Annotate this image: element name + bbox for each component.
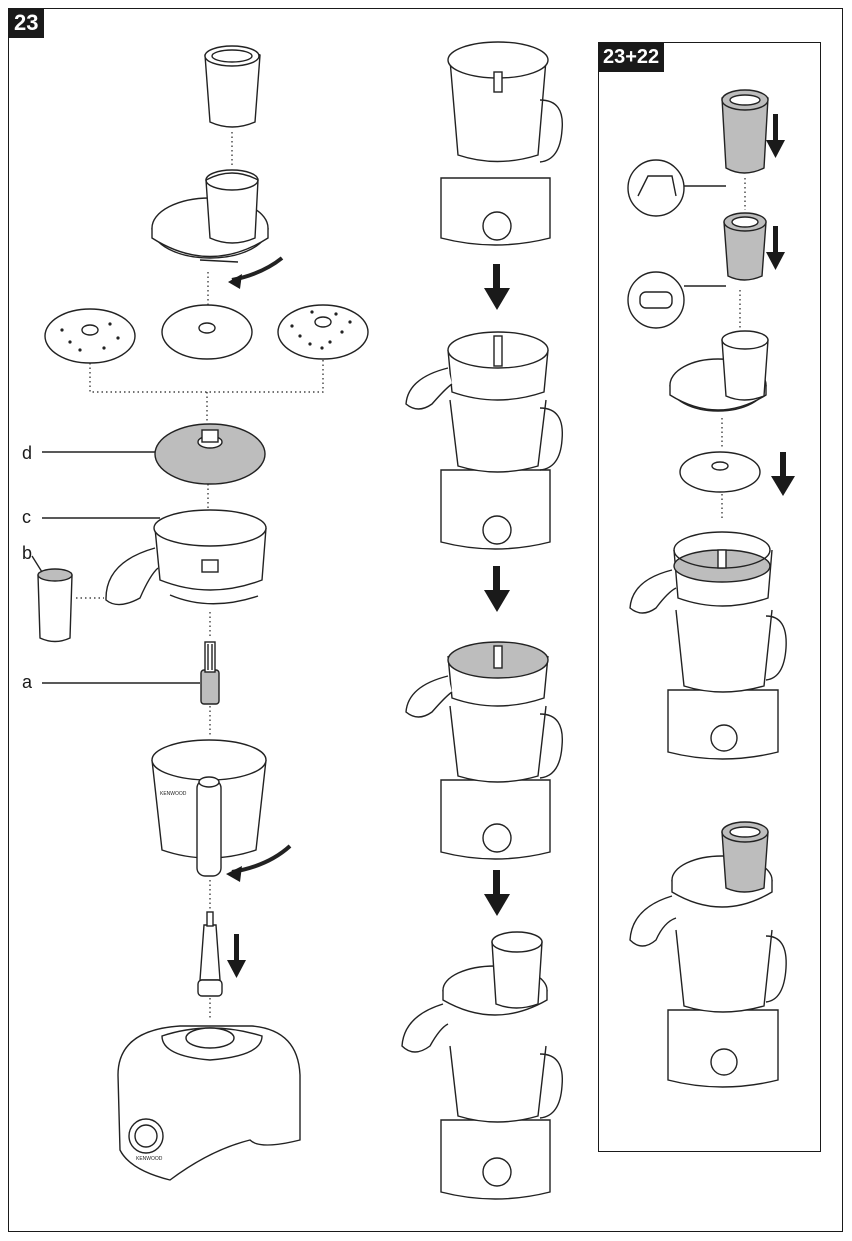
processing-bowl-lid-c	[106, 510, 266, 605]
right-assembly-2	[630, 822, 786, 1087]
arrow-down-icon	[773, 114, 778, 142]
pusher-small	[205, 46, 260, 127]
base-brand-text: KENWOOD	[136, 1156, 163, 1162]
right-feed-lid	[670, 331, 768, 411]
arrow-down-icon	[780, 452, 786, 478]
pusher-b	[38, 569, 72, 642]
arrow-down-icon	[773, 226, 778, 254]
motor-base: KENWOOD	[118, 1026, 300, 1180]
pusher-chip	[724, 213, 766, 280]
arrow-down-icon	[493, 264, 500, 290]
rotate-arrow-icon	[226, 866, 242, 882]
drive-adaptor-a	[201, 642, 219, 704]
arrow-down-icon	[493, 870, 500, 896]
bowl-brand-text: KENWOOD	[160, 791, 187, 797]
assembly-stage-2	[406, 332, 562, 549]
drive-shaft	[198, 912, 222, 996]
right-assembly-1	[630, 532, 786, 759]
pusher-dice	[722, 90, 768, 173]
assembly-stage-1	[441, 42, 562, 245]
feed-tube-lid	[152, 170, 268, 262]
assembly-stage-4	[402, 932, 562, 1199]
main-bowl: KENWOOD	[152, 740, 266, 876]
assembly-stage-3	[406, 642, 562, 859]
disc-holder-d	[155, 424, 265, 484]
right-disc	[680, 452, 760, 492]
arrow-down-icon	[234, 934, 239, 962]
rotate-arrow-icon	[228, 274, 242, 289]
discs-row	[45, 305, 368, 363]
arrow-down-icon	[493, 566, 500, 592]
